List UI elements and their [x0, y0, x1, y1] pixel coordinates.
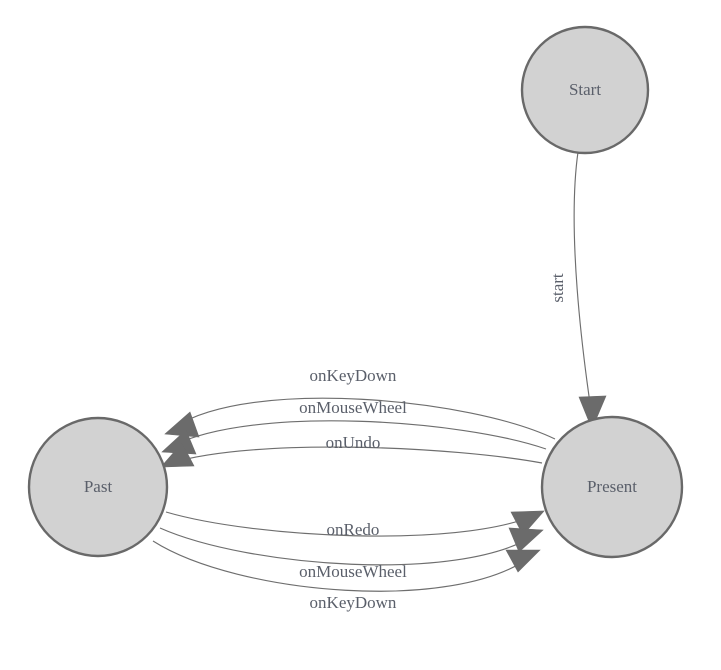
edge-label-start: start [548, 273, 567, 303]
edge-line [159, 527, 534, 566]
node-circle [27, 416, 169, 558]
edge-present-past-onundo[interactable]: onUndo [160, 433, 543, 468]
edge-past-present-onkeydown[interactable]: onKeyDown [152, 540, 541, 612]
edge-line [573, 151, 593, 418]
node-label: Past [84, 477, 113, 496]
node-label: Start [569, 80, 601, 99]
edge-line [171, 420, 547, 450]
node-present[interactable]: Present [540, 415, 684, 559]
edge-label-onkeydown-bottom: onKeyDown [310, 593, 397, 612]
arrowhead-icon [505, 549, 541, 573]
node-past[interactable]: Past [27, 416, 169, 558]
edge-line [174, 397, 556, 440]
edges-layer: start onKeyDown onMouseWheel onUndo [152, 151, 607, 612]
node-label: Present [587, 477, 637, 496]
edge-line [165, 511, 534, 537]
edge-label-onmousewheel-bottom: onMouseWheel [299, 562, 407, 581]
edge-label-onundo: onUndo [326, 433, 381, 452]
edge-past-present-onredo[interactable]: onRedo [165, 510, 545, 539]
edge-label-onkeydown-top: onKeyDown [310, 366, 397, 385]
arrowhead-icon [510, 510, 545, 536]
edge-label-onredo: onRedo [327, 520, 380, 539]
edge-line [170, 446, 543, 464]
arrowhead-icon [508, 527, 544, 553]
arrowhead-icon [164, 411, 200, 438]
edge-start-present[interactable]: start [548, 151, 607, 430]
arrowhead-icon [578, 395, 607, 430]
nodes-layer: Start Past Present [27, 25, 684, 559]
edge-label-onmousewheel-top: onMouseWheel [299, 398, 407, 417]
edge-past-present-onmousewheel[interactable]: onMouseWheel [159, 527, 544, 581]
node-circle [540, 415, 684, 559]
edge-line [152, 540, 531, 592]
node-circle [520, 25, 650, 155]
node-start[interactable]: Start [520, 25, 650, 155]
arrowhead-icon [160, 442, 195, 468]
